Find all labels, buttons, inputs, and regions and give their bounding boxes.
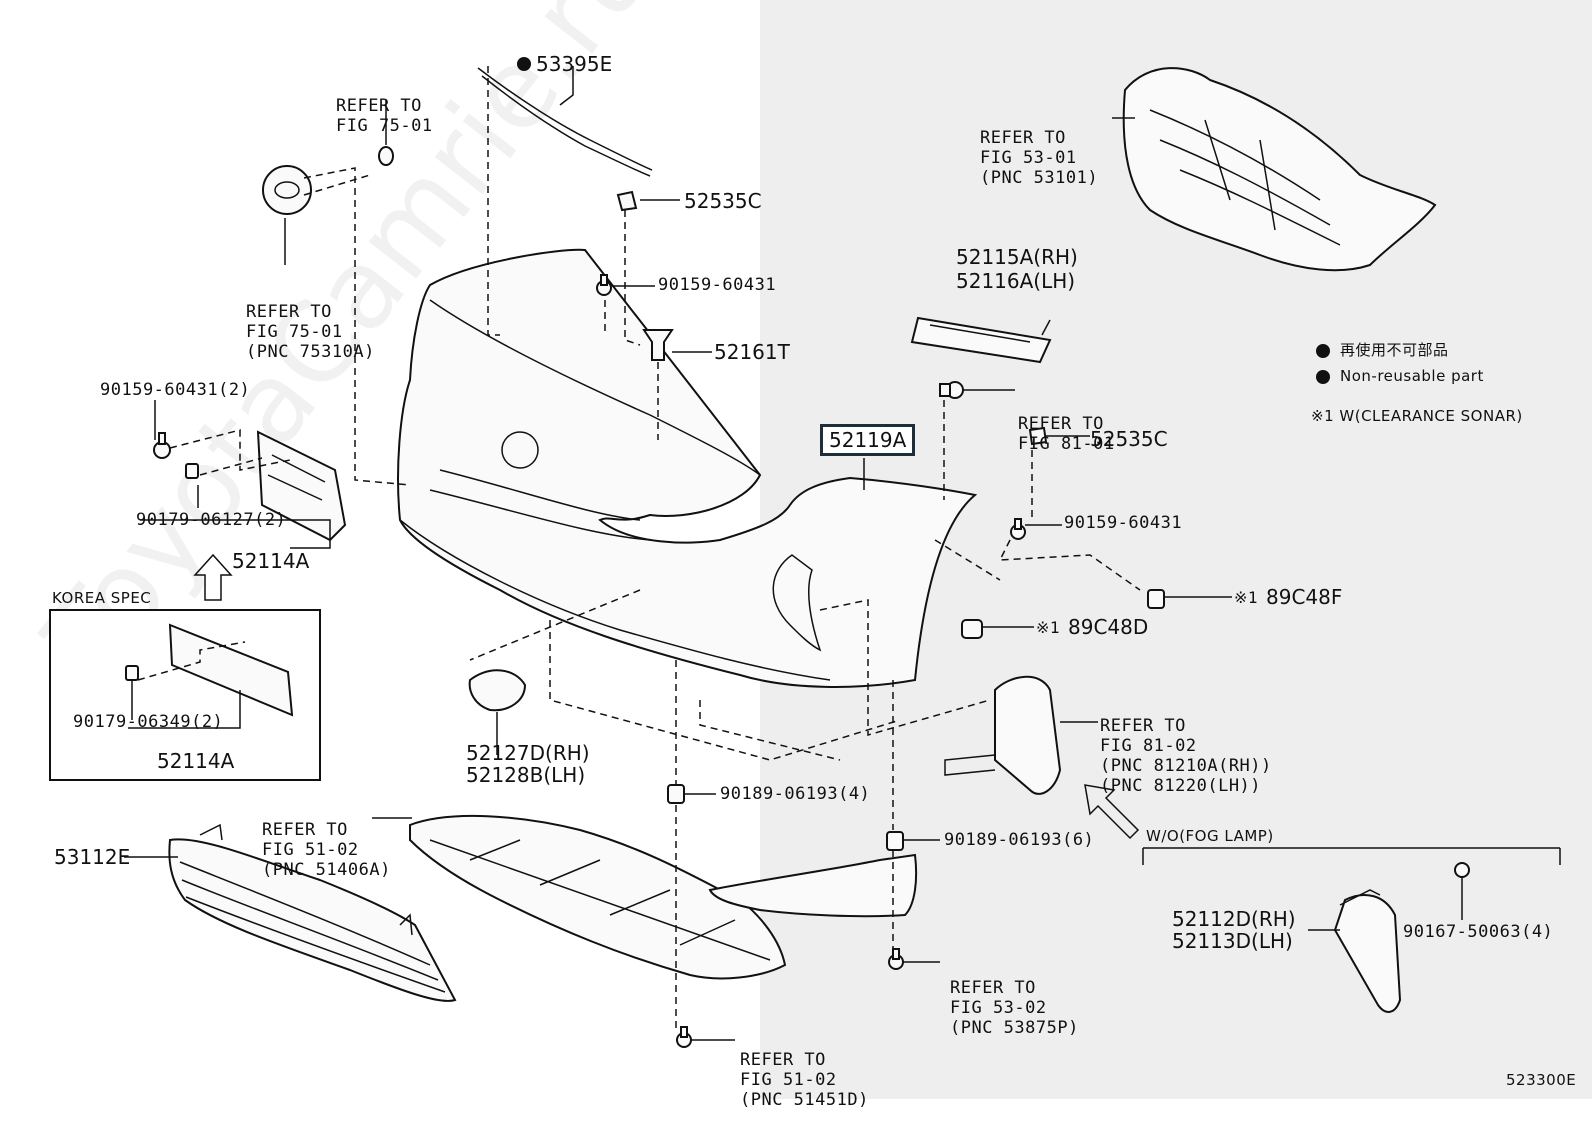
engine-under-cover (409, 814, 787, 980)
side-retainer-detail (929, 324, 1031, 343)
part-90159-right: 90159-60431 (1064, 513, 1183, 533)
bumper-center-bar (429, 469, 651, 541)
radiator-grille-assembly (1122, 67, 1437, 272)
part-90189-6: 90189-06193(6) (944, 830, 1095, 850)
part-52115a: 52115A(RH) (956, 245, 1078, 269)
part-52119a: 52119A (820, 424, 916, 456)
fog-cover-bolt (1454, 862, 1470, 878)
sonar-holder-d (961, 619, 983, 639)
bumper-cover (397, 248, 978, 688)
part-52112d: 52112D(RH) (1172, 907, 1296, 931)
part-52535c-right: 52535C (1090, 427, 1168, 451)
part-53112e: 53112E (54, 845, 131, 869)
legend-dot (1316, 370, 1330, 384)
korea-arrow (193, 553, 233, 601)
note-mark-f: ※1 (1234, 588, 1259, 607)
side-under-cover (708, 853, 918, 918)
clip-90179-06349 (125, 665, 139, 681)
clip-90189-4 (667, 784, 685, 804)
legend-note-1: ※1 W(CLEARANCE SONAR) (1311, 407, 1523, 425)
lower-grille (168, 838, 457, 1002)
clip-52535c-top (616, 190, 638, 212)
emblem-mount-ring (501, 431, 539, 469)
clip-90179-06127 (185, 463, 199, 479)
fog-arrow (1084, 784, 1140, 840)
fog-lamp-cover (1333, 894, 1402, 1013)
part-89c48f: 89C48F (1266, 585, 1343, 609)
part-52113d: 52113D(LH) (1172, 929, 1293, 953)
part-52114a-korea: 52114A (157, 749, 235, 773)
fog-lamp-connector (944, 754, 996, 776)
part-52116a: 52116A(LH) (956, 269, 1076, 293)
bolt-90159-top (596, 274, 612, 296)
part-90167: 90167-50063(4) (1403, 922, 1554, 942)
bumper-lower-lip (399, 519, 831, 681)
korea-spec-label: KOREA SPEC (52, 589, 152, 607)
fog-cover-bracket (1339, 889, 1381, 906)
upper-seal-strip (477, 67, 653, 171)
part-52114a: 52114A (232, 549, 310, 573)
emblem-logo (274, 181, 300, 199)
part-90179-06349: 90179-06349(2) (73, 712, 224, 732)
wo-fog-lamp-label: W/O(FOG LAMP) (1146, 827, 1274, 845)
legend-non-reusable-en: Non-reusable part (1340, 367, 1484, 385)
part-53395e: 53395E (536, 52, 613, 76)
diagram-id: 523300E (1506, 1071, 1577, 1089)
parts-diagram (49, 57, 1561, 1048)
part-89c48d: 89C48D (1068, 615, 1149, 639)
lower-grille-tab (199, 823, 413, 936)
clip-90189-6 (886, 831, 904, 851)
pin-52161t (642, 329, 674, 361)
fog-lamp (994, 675, 1062, 795)
korea-bracket (168, 623, 294, 717)
part-90159-left: 90159-60431(2) (100, 380, 251, 400)
bolt-90159-right (1010, 518, 1026, 540)
legend-non-reusable-jp: 再使用不可部品 (1340, 341, 1449, 359)
bolt-53875p (888, 948, 904, 970)
legend-dot (1316, 344, 1330, 358)
emblem-clip (378, 146, 394, 166)
bracket-detail (267, 454, 326, 501)
note-mark-d: ※1 (1036, 618, 1061, 637)
tow-hook-cover (468, 669, 527, 712)
under-cover-ribs (429, 839, 771, 961)
part-90189-4: 90189-06193(4) (720, 784, 871, 804)
part-52535c-top: 52535C (684, 189, 762, 213)
grille-inner-detail (1149, 109, 1341, 246)
part-90159-top: 90159-60431 (658, 275, 777, 295)
front-emblem (262, 165, 312, 215)
sonar-holder-f (1147, 589, 1165, 609)
clip-52535c-right (1028, 426, 1048, 446)
part-52161t: 52161T (714, 340, 790, 364)
part-52128b: 52128B(LH) (466, 763, 586, 787)
bolt-90159-left (153, 432, 171, 459)
bolt-51451d (676, 1026, 692, 1048)
part-52127d: 52127D(RH) (466, 741, 590, 765)
non-reusable-dot (517, 57, 531, 71)
bumper-side-scoop (772, 554, 822, 652)
lower-grille-bars (179, 861, 446, 993)
bolt-90159-mid (939, 381, 964, 399)
side-retainer-bracket (910, 316, 1052, 364)
part-90179-06127: 90179-06127(2) (136, 510, 287, 530)
upper-seal-strip-inner (481, 75, 651, 177)
bumper-upper-edge (429, 299, 761, 476)
